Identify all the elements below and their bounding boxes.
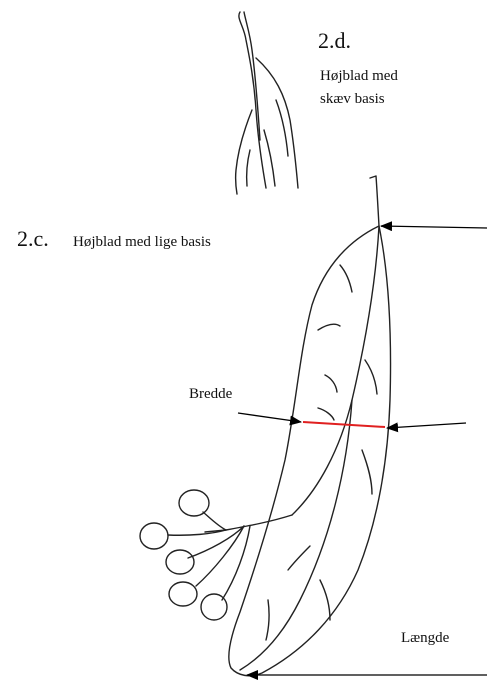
flower-bud-3 — [166, 550, 194, 574]
inflorescence-drawing — [140, 490, 292, 620]
flower-bud-2 — [140, 523, 168, 549]
width-arrow-left — [238, 413, 301, 422]
figure-2d-number: 2.d. — [318, 30, 351, 52]
peduncle — [205, 515, 292, 532]
bract-2c-vein-7 — [288, 546, 310, 570]
width-label: Bredde — [189, 387, 232, 402]
bract-oblique-base-drawing — [236, 12, 298, 194]
bract-2d-vein-2 — [264, 130, 275, 186]
bract-2c-midrib — [292, 226, 379, 515]
flower-bud-4 — [169, 582, 197, 606]
bract-2c-vein-1 — [340, 265, 352, 292]
figure-2c-caption: Højblad med lige basis — [73, 235, 211, 250]
figure-2d-caption-line1: Højblad med — [320, 65, 398, 87]
pedicel-4 — [196, 526, 244, 586]
bract-2d-vein-1 — [247, 150, 250, 186]
flower-bud-1 — [179, 490, 209, 516]
pedicel-5 — [222, 526, 250, 600]
bract-2c-vein-4 — [318, 408, 334, 420]
bract-2c-midrib-lower — [240, 400, 352, 670]
length-arrow-top — [381, 226, 487, 228]
pedicel-1 — [203, 512, 226, 530]
bract-2c-vein-9 — [320, 580, 330, 620]
bract-2d-vein-3 — [276, 100, 288, 156]
flower-bud-5 — [201, 594, 227, 620]
bract-2c-vein-8 — [266, 600, 269, 640]
length-label: Længde — [401, 631, 449, 646]
bract-2c-vein-5 — [365, 360, 377, 394]
bract-2c-vein-3 — [325, 375, 337, 392]
width-arrow-right — [387, 423, 466, 428]
bract-2c-vein-2 — [318, 324, 340, 330]
bract-2c-vein-6 — [362, 450, 372, 494]
figure-2d-caption-line2: skæv basis — [320, 88, 385, 110]
bract-2c-stalk — [370, 176, 379, 226]
bract-2c-outline — [229, 226, 391, 676]
figure-2c-number: 2.c. — [17, 228, 49, 250]
bract-2d-stalk — [239, 12, 266, 188]
